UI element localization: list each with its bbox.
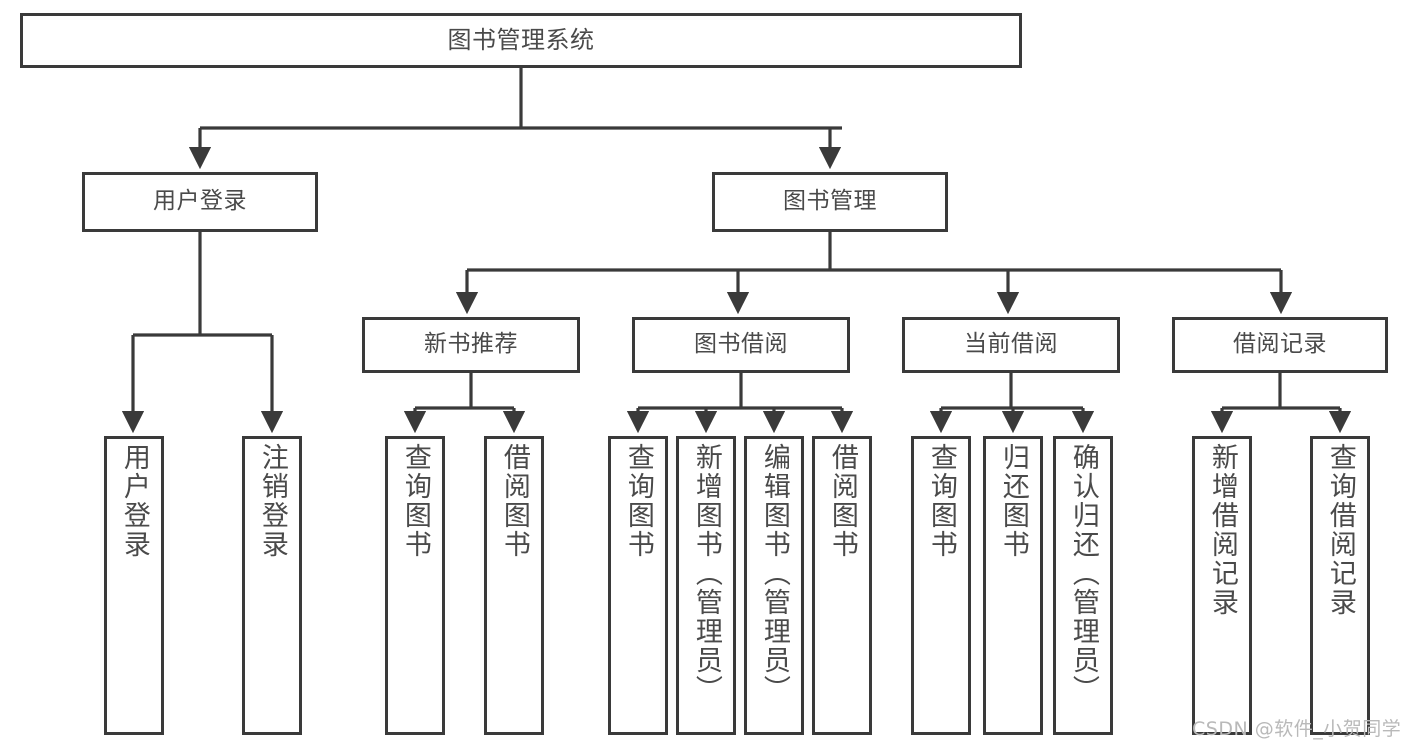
leaf-query-book[interactable]: 查询图书 bbox=[608, 436, 668, 735]
leaf-query-borrow-record[interactable]: 查询借阅记录 bbox=[1310, 436, 1370, 735]
node-user-login-label: 用户登录 bbox=[153, 188, 247, 215]
node-book-borrow-label: 图书借阅 bbox=[694, 331, 788, 358]
leaf-add-borrow-record-label: 新增借阅记录 bbox=[1206, 443, 1238, 617]
leaf-borrow-book[interactable]: 借阅图书 bbox=[812, 436, 872, 735]
leaf-query-book-current-label: 查询图书 bbox=[925, 443, 957, 559]
node-current-borrow[interactable]: 当前借阅 bbox=[902, 317, 1120, 373]
node-borrow-record-label: 借阅记录 bbox=[1233, 331, 1327, 358]
leaf-borrow-book-label: 借阅图书 bbox=[826, 443, 858, 559]
leaf-query-book-recommend[interactable]: 查询图书 bbox=[385, 436, 445, 735]
leaf-borrow-book-recommend-label: 借阅图书 bbox=[498, 443, 530, 559]
leaf-confirm-return-admin[interactable]: 确认归还（管理员） bbox=[1053, 436, 1113, 735]
leaf-edit-book-admin-label: 编辑图书（管理员） bbox=[758, 443, 790, 704]
node-borrow-record[interactable]: 借阅记录 bbox=[1172, 317, 1388, 373]
leaf-logout[interactable]: 注销登录 bbox=[242, 436, 302, 735]
leaf-add-book-admin[interactable]: 新增图书（管理员） bbox=[676, 436, 736, 735]
node-book-management[interactable]: 图书管理 bbox=[712, 172, 948, 232]
node-book-borrow[interactable]: 图书借阅 bbox=[632, 317, 850, 373]
node-new-book-recommend-label: 新书推荐 bbox=[424, 331, 518, 358]
leaf-user-login-label: 用户登录 bbox=[118, 443, 150, 559]
leaf-user-login[interactable]: 用户登录 bbox=[104, 436, 164, 735]
node-book-management-label: 图书管理 bbox=[783, 188, 877, 215]
csdn-watermark: CSDN @软件_小贺同学 bbox=[1192, 718, 1402, 740]
leaf-add-book-admin-label: 新增图书（管理员） bbox=[690, 443, 722, 704]
leaf-borrow-book-recommend[interactable]: 借阅图书 bbox=[484, 436, 544, 735]
node-root-label: 图书管理系统 bbox=[447, 26, 595, 55]
node-user-login[interactable]: 用户登录 bbox=[82, 172, 318, 232]
leaf-edit-book-admin[interactable]: 编辑图书（管理员） bbox=[744, 436, 804, 735]
leaf-query-borrow-record-label: 查询借阅记录 bbox=[1324, 443, 1356, 617]
leaf-confirm-return-admin-label: 确认归还（管理员） bbox=[1067, 443, 1099, 704]
leaf-logout-label: 注销登录 bbox=[256, 443, 288, 559]
leaf-add-borrow-record[interactable]: 新增借阅记录 bbox=[1192, 436, 1252, 735]
leaf-return-book[interactable]: 归还图书 bbox=[983, 436, 1043, 735]
leaf-return-book-label: 归还图书 bbox=[997, 443, 1029, 559]
leaf-query-book-label: 查询图书 bbox=[622, 443, 654, 559]
node-new-book-recommend[interactable]: 新书推荐 bbox=[362, 317, 580, 373]
node-current-borrow-label: 当前借阅 bbox=[964, 331, 1058, 358]
leaf-query-book-current[interactable]: 查询图书 bbox=[911, 436, 971, 735]
leaf-query-book-recommend-label: 查询图书 bbox=[399, 443, 431, 559]
node-root[interactable]: 图书管理系统 bbox=[20, 13, 1022, 68]
